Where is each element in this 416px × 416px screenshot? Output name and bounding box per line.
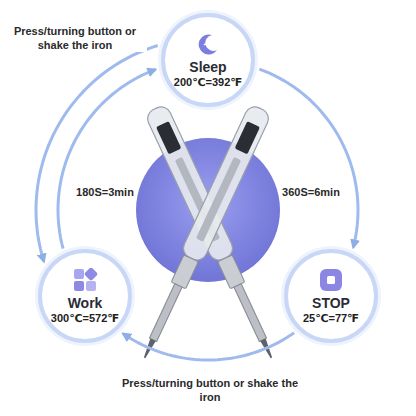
- mode-temperature: 200℃=392℉: [174, 76, 242, 90]
- mode-icon: [72, 267, 98, 293]
- mode-circle: Work300℃=572℉: [38, 249, 132, 343]
- transition-label: Press/turning button or shake the iron: [3, 24, 147, 53]
- transition-arrow: [36, 46, 158, 262]
- mode-icon: [318, 267, 344, 293]
- mode-name: STOP: [312, 295, 350, 312]
- transition-label: 180S=3min: [74, 185, 136, 199]
- mode-circle: Sleep200℃=392℉: [161, 13, 255, 107]
- mode-name: Sleep: [189, 59, 226, 76]
- soldering-iron: [134, 104, 272, 363]
- soldering-iron: [144, 104, 282, 363]
- mode-circle: STOP25℃=77℉: [284, 249, 378, 343]
- mode-name: Work: [68, 295, 103, 312]
- transition-arrow: [123, 333, 294, 360]
- transition-label: 360S=6min: [280, 185, 342, 199]
- transition-arrow: [259, 69, 358, 247]
- transition-label: Press/turning button or shake the iron: [118, 376, 302, 405]
- mode-temperature: 300℃=572℉: [51, 312, 119, 326]
- mode-temperature: 25℃=77℉: [303, 312, 359, 326]
- mode-icon: [195, 31, 221, 57]
- transition-arrow: [58, 69, 155, 248]
